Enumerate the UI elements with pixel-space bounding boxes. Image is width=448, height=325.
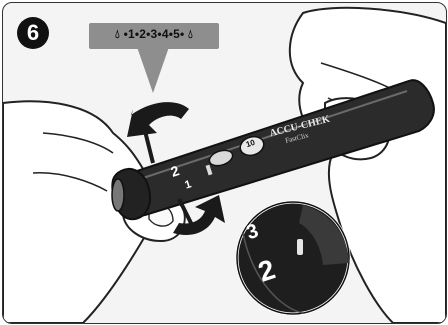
scale-pointer bbox=[137, 47, 169, 93]
device-cap-end bbox=[112, 179, 124, 211]
depth-scale-text: •1•2•3•4•5• bbox=[124, 27, 185, 41]
illustration-scene bbox=[3, 3, 446, 323]
depth-scale-box: 💧︎ •1•2•3•4•5• 💧︎ bbox=[89, 23, 219, 49]
small-drop-icon: 💧︎ bbox=[115, 27, 120, 42]
rotate-arrow-up bbox=[127, 102, 189, 137]
zoom-indicator-mark bbox=[297, 239, 303, 255]
large-drop-icon: 💧︎ bbox=[188, 27, 193, 42]
step-number-badge: 6 bbox=[17, 17, 49, 49]
